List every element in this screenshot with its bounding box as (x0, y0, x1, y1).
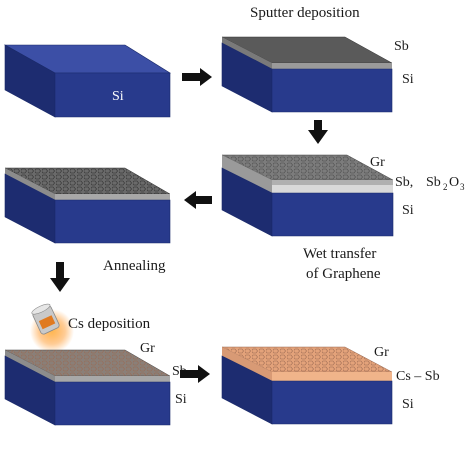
block-cs-deposited (4, 349, 171, 426)
sb-oxide-sub1: 2 (443, 182, 448, 192)
step-wet-transfer-1: Wet transfer (303, 246, 376, 262)
cs-sb-label: Cs – Sb (396, 369, 440, 384)
block-cs-sb (221, 346, 393, 425)
cs-source-icon (30, 303, 74, 353)
block-si-substrate: Si (3, 44, 172, 118)
gr-label-2: Gr (140, 341, 155, 356)
step-wet-transfer-2: of Graphene (306, 266, 381, 282)
block-graphene-on-sb (221, 154, 394, 237)
si-label: Si (112, 89, 124, 104)
sb-oxide-sub2: 3 (460, 182, 465, 192)
sb-oxide-prefix: Sb, (395, 175, 413, 190)
block-sb-on-si (221, 36, 393, 113)
arrow-down-2 (50, 262, 70, 292)
step-cs-deposition: Cs deposition (68, 316, 151, 332)
sb-oxide-mid: O (449, 175, 459, 190)
sb-oxide-formula: Sb (426, 175, 441, 190)
si-label-2: Si (402, 72, 414, 87)
sb-label: Sb (394, 39, 409, 54)
sb-front-edge (272, 63, 392, 69)
gr-label-3: Gr (374, 345, 389, 360)
arrow-right-1 (182, 68, 212, 86)
si-label-5: Si (175, 392, 187, 407)
block-annealed (4, 167, 171, 244)
sb-oxide-label: Sb, Sb 2 O 3 (395, 175, 465, 192)
gr-label: Gr (370, 155, 385, 170)
si-front-face (54, 72, 171, 118)
oxide-band (272, 185, 393, 193)
cs-sb-band (272, 372, 392, 381)
si-label-3: Si (402, 203, 414, 218)
step-annealing: Annealing (103, 258, 166, 274)
sb-left-edge (222, 37, 272, 69)
arrow-right-2 (180, 365, 210, 383)
arrow-down-1 (308, 120, 328, 144)
step-sputter-deposition: Sputter deposition (250, 5, 360, 21)
arrow-left-1 (184, 191, 212, 209)
si-label-6: Si (402, 397, 414, 412)
